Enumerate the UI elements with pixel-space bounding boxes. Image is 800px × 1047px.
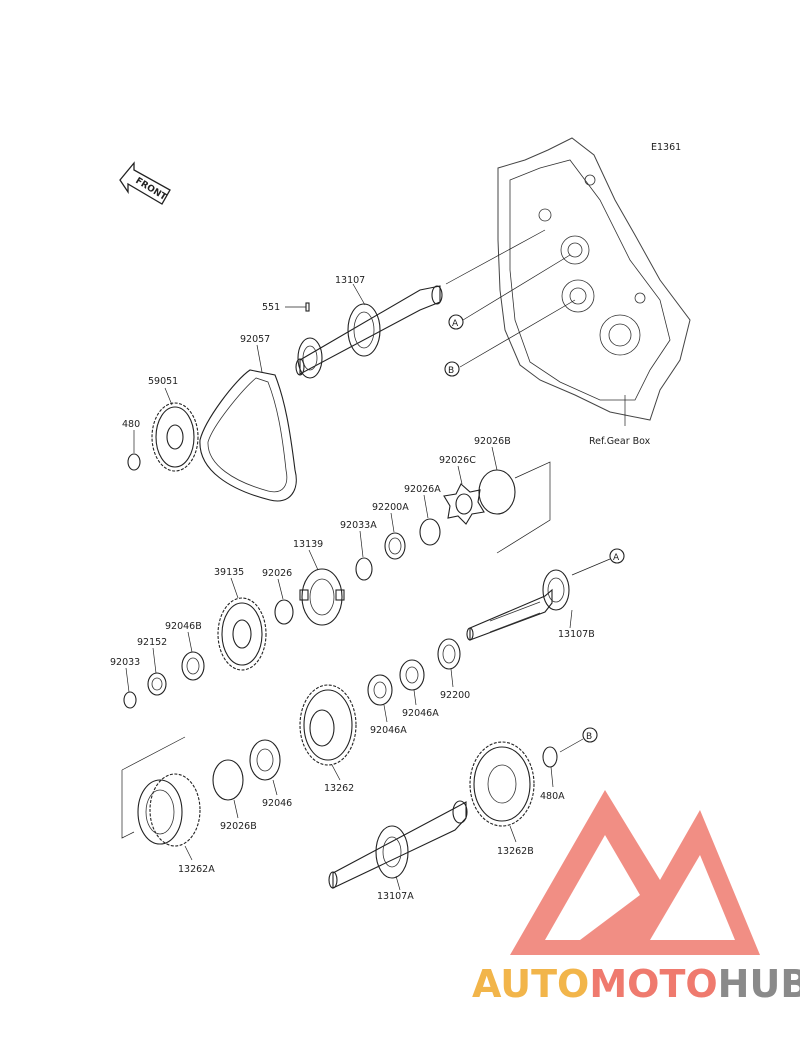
label-13107a: 13107A [377,891,414,902]
gear-box-case [497,137,691,421]
label-39135: 39135 [214,567,244,578]
label-13262a: 13262A [178,864,215,875]
ref-marker-b-shaft: B [582,727,598,743]
circlip-480a [542,746,558,768]
gear-39135 [217,597,267,671]
label-92046a-1: 92046A [402,708,439,719]
washer-92026c [443,483,485,525]
label-92200: 92200 [440,690,470,701]
label-13262: 13262 [324,783,354,794]
label-92200a: 92200A [372,502,409,513]
label-480: 480 [122,419,140,430]
washer-92200a [384,532,406,560]
chain-92057 [199,369,297,502]
label-92046b: 92046B [165,621,202,632]
label-551: 551 [262,302,280,313]
svg-text:A: A [613,553,620,563]
label-92026c: 92026C [439,455,476,466]
label-92026b-top: 92026B [474,436,511,447]
label-92046: 92046 [262,798,292,809]
shaft-13107 [295,285,443,379]
ref-marker-b-top: B [444,361,460,377]
label-59051: 59051 [148,376,178,387]
sprocket-59051 [151,402,199,472]
label-480a: 480A [540,791,565,802]
ring-92026 [274,599,294,625]
watermark-hub: HUB [718,962,800,1006]
shifter-13139 [299,568,345,626]
shaft-13107b [466,569,570,641]
bearing-92046b [181,651,205,681]
shaft-13107a [328,800,468,889]
label-13139: 13139 [293,539,323,550]
label-92152: 92152 [137,637,167,648]
watermark-auto: AUTO [472,962,589,1006]
ring-92026a [419,518,441,546]
label-13107: 13107 [335,275,365,286]
circlip-92033 [123,691,137,709]
label-92057: 92057 [240,334,270,345]
bearing-92046 [249,739,281,781]
circlip-92033a [355,557,373,581]
gear-13262 [299,684,357,766]
label-92033a: 92033A [340,520,377,531]
circlip-480 [127,453,141,471]
ref-marker-a-top: A [448,314,464,330]
gear-13262a [137,773,201,847]
ref-marker-a-shaft: A [609,548,625,564]
gear-13262b [469,741,535,827]
washer-92200 [437,638,461,670]
label-92026: 92026 [262,568,292,579]
svg-text:B: B [586,732,592,742]
ring-92026b-bottom [212,759,244,801]
label-92033: 92033 [110,657,140,668]
bearing-92046a-2 [367,674,393,706]
watermark-logo: AUTOMOTOHUB [472,790,800,1006]
svg-text:B: B [448,366,454,376]
ref-gear-box-label: Ref.Gear Box [589,436,651,447]
label-92026b-bottom: 92026B [220,821,257,832]
svg-text:AUTOMOTOHUB: AUTOMOTOHUB [472,962,800,1006]
collar-92152 [147,672,167,696]
ring-92026b-top [478,469,516,515]
label-92026a: 92026A [404,484,441,495]
watermark-moto: MOTO [589,962,717,1006]
label-92046a-2: 92046A [370,725,407,736]
bearing-92046a-1 [399,659,425,691]
diagram-code: E1361 [651,142,681,153]
svg-text:A: A [452,319,459,329]
label-13262b: 13262B [497,846,534,857]
front-arrow-icon: FRONT [119,161,171,205]
label-13107b: 13107B [558,629,595,640]
